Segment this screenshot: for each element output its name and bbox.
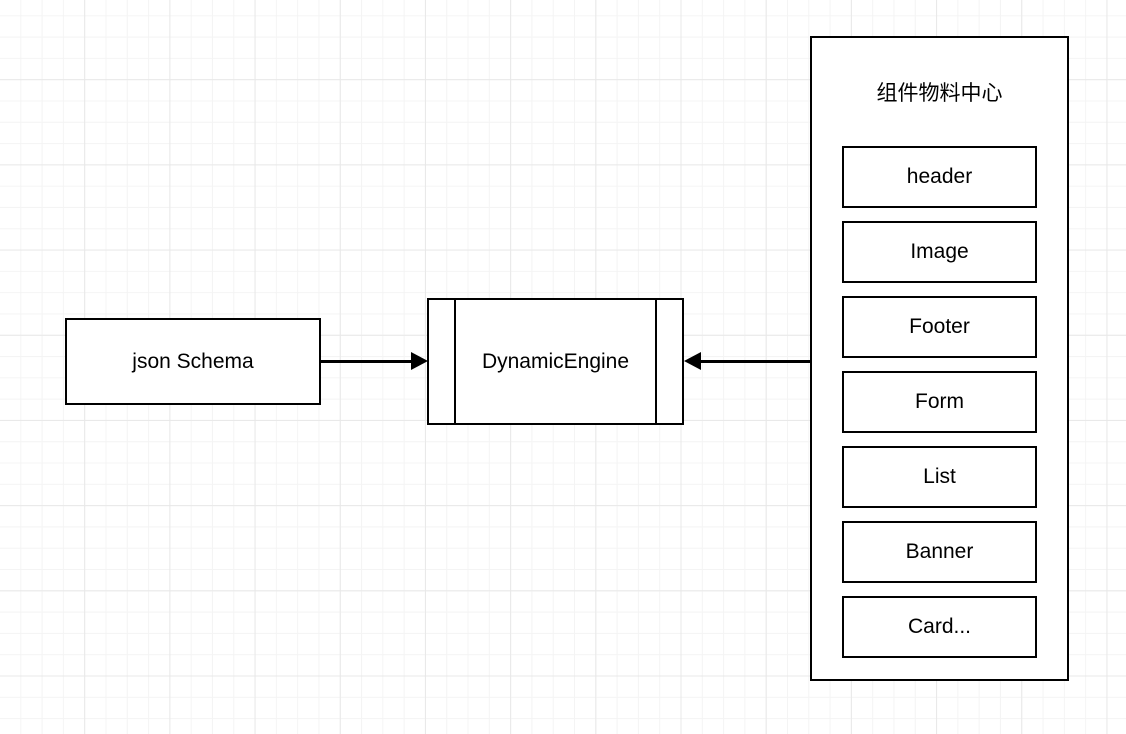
node-json-schema[interactable]: json Schema bbox=[65, 318, 321, 405]
panel-material-center[interactable]: 组件物料中心 header Image Footer Form List Ban… bbox=[810, 36, 1069, 681]
node-json-schema-label: json Schema bbox=[132, 349, 254, 373]
material-item-label: header bbox=[906, 165, 973, 189]
material-item-label: Image bbox=[910, 240, 969, 264]
node-dynamic-engine-label: DynamicEngine bbox=[481, 349, 630, 373]
process-divider-left bbox=[454, 298, 456, 425]
material-item-image[interactable]: Image bbox=[842, 221, 1037, 283]
material-item-list[interactable]: List bbox=[842, 446, 1037, 508]
edge-schema-to-engine[interactable] bbox=[321, 360, 415, 363]
material-item-label: Form bbox=[915, 390, 964, 414]
edge-material-center-to-engine[interactable] bbox=[695, 360, 810, 363]
process-divider-right bbox=[655, 298, 657, 425]
material-item-card[interactable]: Card... bbox=[842, 596, 1037, 658]
material-item-banner[interactable]: Banner bbox=[842, 521, 1037, 583]
arrowhead-right-icon bbox=[411, 352, 428, 370]
node-dynamic-engine[interactable]: DynamicEngine bbox=[427, 298, 684, 425]
material-item-footer[interactable]: Footer bbox=[842, 296, 1037, 358]
material-item-label: List bbox=[923, 465, 956, 489]
material-item-label: Card... bbox=[907, 615, 972, 639]
material-item-label: Footer bbox=[909, 315, 970, 339]
material-item-form[interactable]: Form bbox=[842, 371, 1037, 433]
material-item-header[interactable]: header bbox=[842, 146, 1037, 208]
arrowhead-left-icon bbox=[684, 352, 701, 370]
panel-material-center-items: header Image Footer Form List Banner Car… bbox=[842, 146, 1037, 671]
panel-material-center-title: 组件物料中心 bbox=[876, 82, 1003, 105]
material-item-label: Banner bbox=[905, 540, 974, 564]
